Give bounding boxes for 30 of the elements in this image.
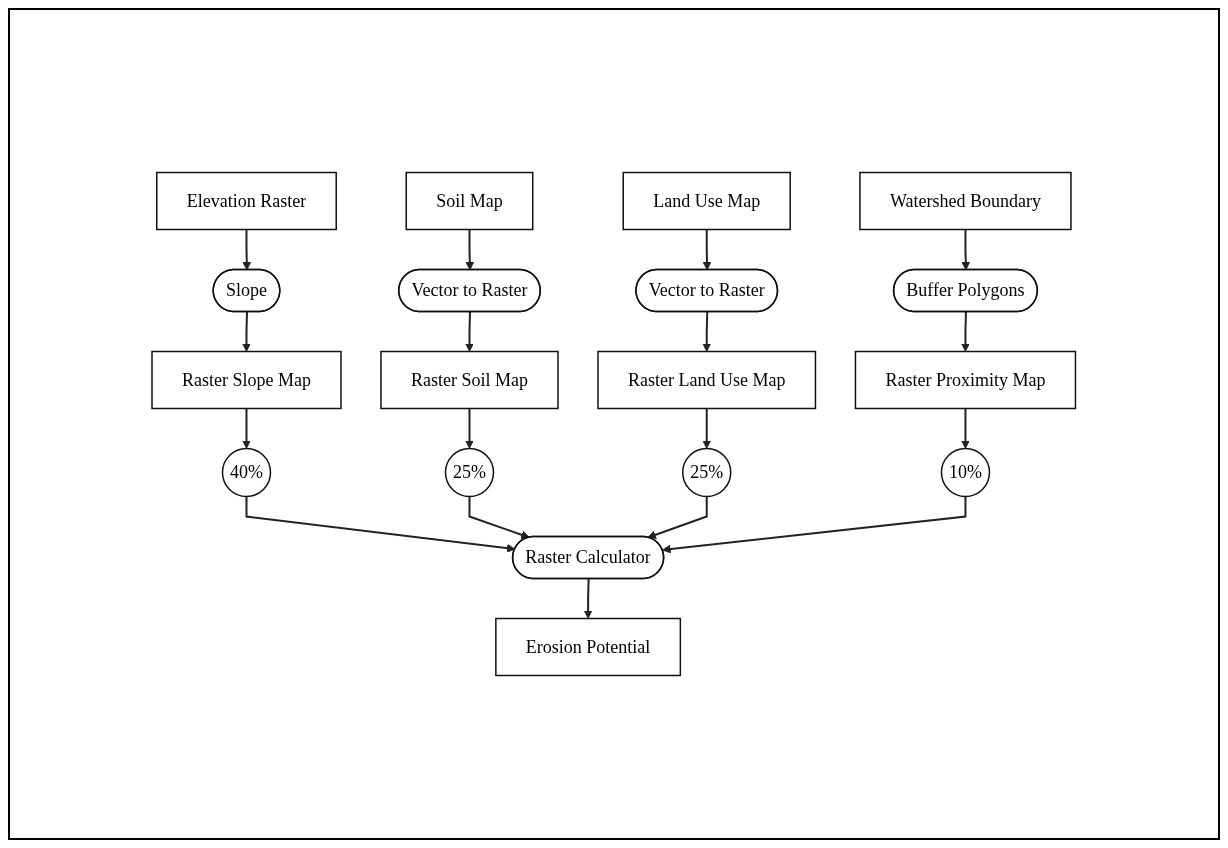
arrow <box>662 495 967 554</box>
arrow <box>647 495 708 539</box>
arrow <box>583 578 593 619</box>
arrow <box>702 311 712 352</box>
arrow <box>242 228 252 271</box>
arrow <box>465 311 475 352</box>
node-box: Erosion Potential <box>495 617 682 677</box>
node-box: Raster Proximity Map <box>854 350 1077 410</box>
node-box: Raster Land Use Map <box>597 350 817 410</box>
node-box: Raster Soil Map <box>380 350 559 410</box>
arrow <box>468 495 531 540</box>
arrow <box>242 407 252 449</box>
arrow <box>465 228 475 271</box>
node-box: Raster Slope Map <box>151 350 342 410</box>
arrow <box>245 495 516 553</box>
node-box: Elevation Raster <box>156 171 338 231</box>
arrow <box>242 311 252 352</box>
arrow <box>961 311 971 352</box>
arrow <box>465 407 475 449</box>
node-box: Land Use Map <box>622 171 792 231</box>
node-circle: 25% <box>682 447 732 498</box>
arrow <box>702 407 712 449</box>
arrow <box>702 228 712 271</box>
node-box: Watershed Boundary <box>859 171 1072 231</box>
node-circle: 40% <box>222 447 272 498</box>
node-circle: 10% <box>940 447 991 498</box>
node-circle: 25% <box>445 447 495 498</box>
node-box: Soil Map <box>405 171 534 231</box>
arrow <box>961 407 971 449</box>
arrow <box>961 228 971 271</box>
